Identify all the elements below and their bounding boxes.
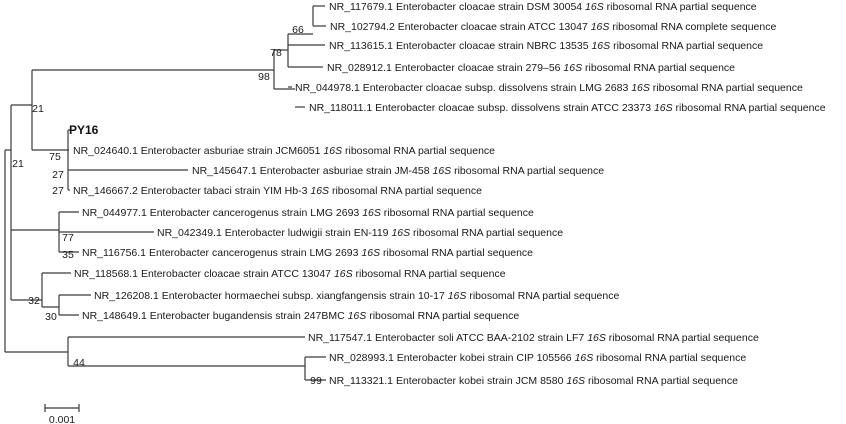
bootstrap-value: 75 — [49, 151, 61, 163]
bootstrap-value: 30 — [45, 311, 57, 323]
leaf-label: NR_118568.1 Enterobacter cloacae strain … — [74, 268, 506, 280]
leaf-label: NR_028912.1 Enterobacter cloacae strain … — [327, 62, 735, 74]
bootstrap-values: 66 78 98 21 75 27 27 77 35 21 32 30 44 9… — [12, 24, 322, 387]
bootstrap-value: 99 — [310, 375, 322, 387]
bootstrap-value: 21 — [32, 103, 44, 115]
leaf-label: NR_113615.1 Enterobacter cloacae strain … — [329, 40, 763, 52]
leaf-label: NR_126208.1 Enterobacter hormaechei subs… — [94, 290, 619, 302]
leaf-label: NR_042349.1 Enterobacter ludwigii strain… — [157, 227, 563, 239]
leaf-label: NR_118011.1 Enterobacter cloacae subsp. … — [309, 102, 826, 114]
leaf-label: NR_028993.1 Enterobacter kobei strain CI… — [329, 352, 746, 364]
bootstrap-value: 27 — [52, 185, 64, 197]
scale-bar: 0.001 — [44, 404, 80, 424]
leaf-label: NR_116756.1 Enterobacter cancerogenus st… — [82, 247, 533, 259]
bootstrap-value: 44 — [73, 357, 85, 369]
bootstrap-value: 32 — [28, 295, 40, 307]
leaf-label: NR_102794.2 Enterobacter cloacae strain … — [330, 21, 776, 33]
bootstrap-value: 98 — [258, 71, 270, 83]
leaf-label-py16: PY16 — [69, 123, 99, 137]
leaf-label: NR_145647.1 Enterobacter asburiae strain… — [192, 165, 604, 177]
bootstrap-value: 66 — [292, 24, 304, 36]
tree-branches — [4, 5, 326, 381]
scale-bar-label: 0.001 — [49, 414, 75, 424]
leaf-label: NR_044977.1 Enterobacter cancerogenus st… — [82, 207, 534, 219]
leaf-label: NR_117547.1 Enterobacter soli ATCC BAA-2… — [308, 332, 759, 344]
leaf-labels: NR_117679.1 Enterobacter cloacae strain … — [69, 1, 826, 387]
bootstrap-value: 78 — [270, 47, 282, 59]
leaf-label: NR_117679.1 Enterobacter cloacae strain … — [329, 1, 757, 13]
leaf-label: NR_148649.1 Enterobacter bugandensis str… — [82, 310, 519, 322]
bootstrap-value: 21 — [12, 158, 24, 170]
leaf-label: NR_113321.1 Enterobacter kobei strain JC… — [329, 375, 738, 387]
leaf-label: NR_024640.1 Enterobacter asburiae strain… — [73, 145, 495, 157]
bootstrap-value: 27 — [52, 169, 64, 181]
bootstrap-value: 35 — [62, 249, 74, 261]
leaf-label: NR_044978.1 Enterobacter cloacae subsp. … — [295, 82, 803, 94]
leaf-label: NR_146667.2 Enterobacter tabaci strain Y… — [73, 185, 482, 197]
bootstrap-value: 77 — [62, 232, 74, 244]
